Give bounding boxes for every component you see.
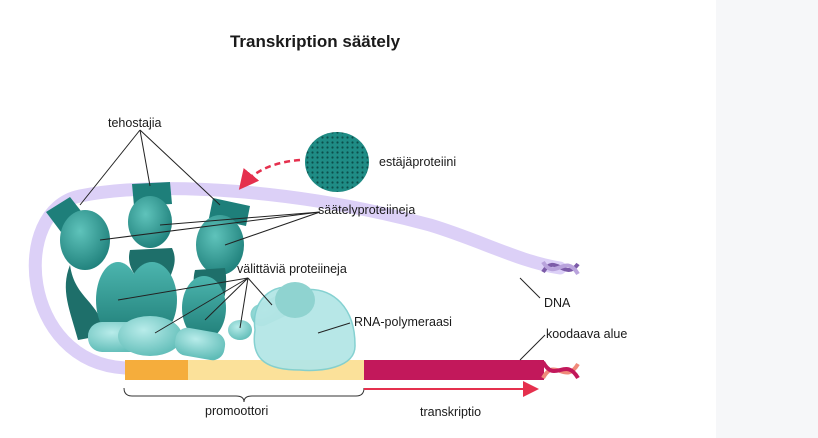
label-mediator: välittäviä proteiineja (237, 262, 347, 276)
promoter-brace (123, 387, 365, 403)
repressor-arrow (238, 158, 301, 190)
label-regulatory: säätelyproteiineja (318, 203, 415, 217)
mediator-leaders (117, 277, 273, 334)
diagram-title: Transkription säätely (230, 32, 401, 51)
dna-loop (28, 182, 567, 375)
label-enhancers: tehostajia (108, 116, 162, 130)
label-dna: DNA (544, 296, 571, 310)
dna-helix-end-top (541, 260, 580, 276)
coding-leader (519, 334, 546, 361)
rna-polymerase (253, 282, 356, 372)
label-transcription: transkriptio (420, 405, 481, 419)
dna-helix-end-bottom (541, 360, 580, 380)
side-panel (716, 0, 818, 438)
dna-leader (519, 277, 541, 299)
label-coding: koodaava alue (546, 327, 627, 341)
polymerase-leader (317, 322, 351, 334)
enhancer-leaders (79, 129, 221, 206)
promoter-orange-segment (125, 360, 188, 380)
repressor-protein (305, 132, 369, 192)
regulatory-protein-3 (182, 215, 244, 340)
label-repressor: estäjäproteiini (379, 155, 456, 169)
regulatory-protein-1 (60, 210, 140, 340)
coding-region (364, 360, 544, 380)
regulatory-leaders (99, 211, 321, 246)
label-polymerase: RNA-polymeraasi (354, 315, 452, 329)
label-promoter: promoottori (205, 404, 268, 418)
